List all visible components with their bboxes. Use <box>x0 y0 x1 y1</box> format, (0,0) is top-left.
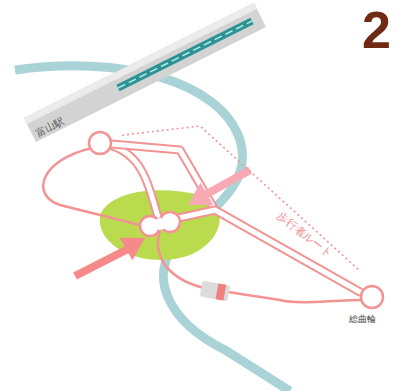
route-label: 歩行者ルート <box>273 209 334 260</box>
tram-route-inner <box>160 210 360 292</box>
tram-route <box>158 230 365 302</box>
stop-circle <box>89 132 111 154</box>
area-ellipse <box>278 270 413 358</box>
pedestrian-route <box>122 126 359 270</box>
approach-arrow <box>75 238 145 276</box>
area-ellipse <box>10 105 122 177</box>
tram-on-station <box>118 21 252 88</box>
stop-join <box>154 218 166 230</box>
map-area: 総曲輪 <box>278 270 413 358</box>
tram-route-inner <box>100 143 215 210</box>
tram-windows <box>118 21 252 88</box>
tram-car <box>200 281 230 302</box>
tram-route <box>160 210 360 292</box>
map-area: 富山駅 <box>10 105 122 177</box>
tram-route <box>100 143 160 222</box>
tram-route <box>100 143 215 210</box>
section-number: 2 <box>362 4 391 56</box>
place-name: 総曲輪 <box>349 315 376 325</box>
place-name: 富山駅 <box>34 115 66 138</box>
tram-route <box>43 148 140 225</box>
stop-circle <box>361 286 383 308</box>
station-building <box>24 3 266 142</box>
station-roof <box>24 3 257 124</box>
tram-route-inner <box>100 143 160 222</box>
approach-arrow <box>188 170 250 205</box>
